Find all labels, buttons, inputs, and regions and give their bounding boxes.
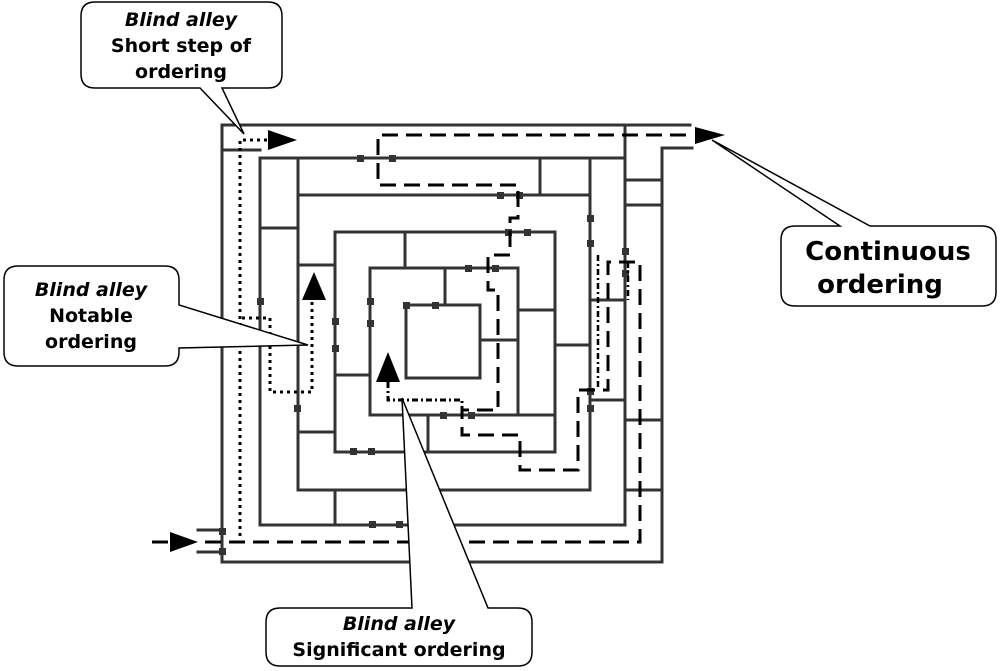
notable-arrow (302, 272, 326, 300)
callout-short-step: Blind alley Short step of ordering (80, 1, 283, 135)
callout-significant: Blind alley Significant ordering (265, 397, 533, 667)
maze-gates (219, 155, 629, 555)
callout-short-step-title: Blind alley (125, 9, 239, 31)
callout-notable-title: Blind alley (35, 279, 149, 301)
callout-significant-line1: Significant ordering (292, 639, 505, 661)
callout-short-step-line1: Short step of (111, 35, 252, 57)
inner-route-path (596, 255, 630, 388)
callout-notable: Blind alley Notable ordering (3, 265, 309, 367)
maze-walls (196, 123, 694, 564)
significant-arrow (376, 352, 400, 382)
callout-continuous-line1: Continuous (805, 237, 971, 267)
callout-significant-title: Blind alley (343, 613, 457, 635)
callout-notable-line2: ordering (45, 331, 137, 353)
callout-continuous: Continuous ordering (711, 139, 997, 307)
short-step-arrow (268, 130, 297, 150)
callout-short-step-line2: ordering (135, 61, 227, 83)
entry-arrow (170, 532, 198, 552)
significant-path (386, 380, 464, 412)
short-step-path (238, 138, 268, 536)
callout-continuous-line2: ordering (817, 270, 943, 300)
continuous-path (152, 133, 688, 544)
callout-notable-line1: Notable (49, 305, 133, 327)
continuous-arrow (695, 127, 725, 144)
